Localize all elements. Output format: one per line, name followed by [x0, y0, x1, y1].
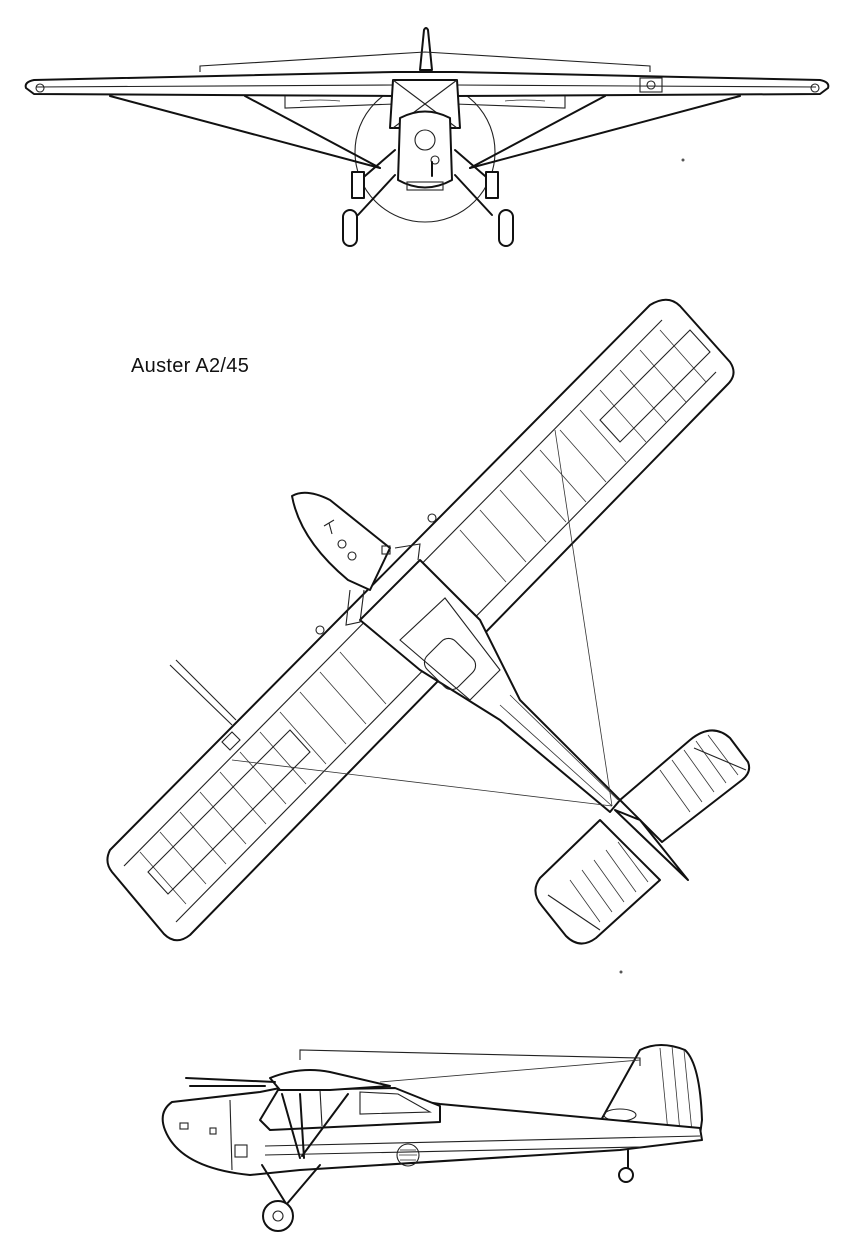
print-speck — [681, 158, 685, 162]
side-wing-prop — [185, 1049, 641, 1091]
print-speck — [619, 970, 623, 974]
front-landing-gear — [342, 149, 514, 247]
wing-ribs — [139, 329, 707, 905]
cockpit-canopy — [399, 597, 501, 701]
fin-front — [419, 27, 433, 71]
fin-plan — [614, 809, 689, 881]
side-view — [161, 1044, 703, 1232]
tailplane — [534, 729, 751, 945]
plan-struts — [169, 429, 613, 807]
aircraft-title: Auster A2/45 — [131, 355, 250, 377]
side-cabin — [259, 1087, 441, 1131]
upper-wires — [199, 51, 651, 72]
front-fuselage — [389, 79, 461, 191]
plan-fuselage — [359, 559, 621, 813]
plan-view — [106, 298, 751, 945]
plan-nose — [291, 491, 391, 591]
front-struts — [109, 95, 741, 169]
front-view — [24, 27, 830, 247]
side-landing-gear — [261, 1093, 634, 1232]
side-fin — [599, 1044, 703, 1136]
